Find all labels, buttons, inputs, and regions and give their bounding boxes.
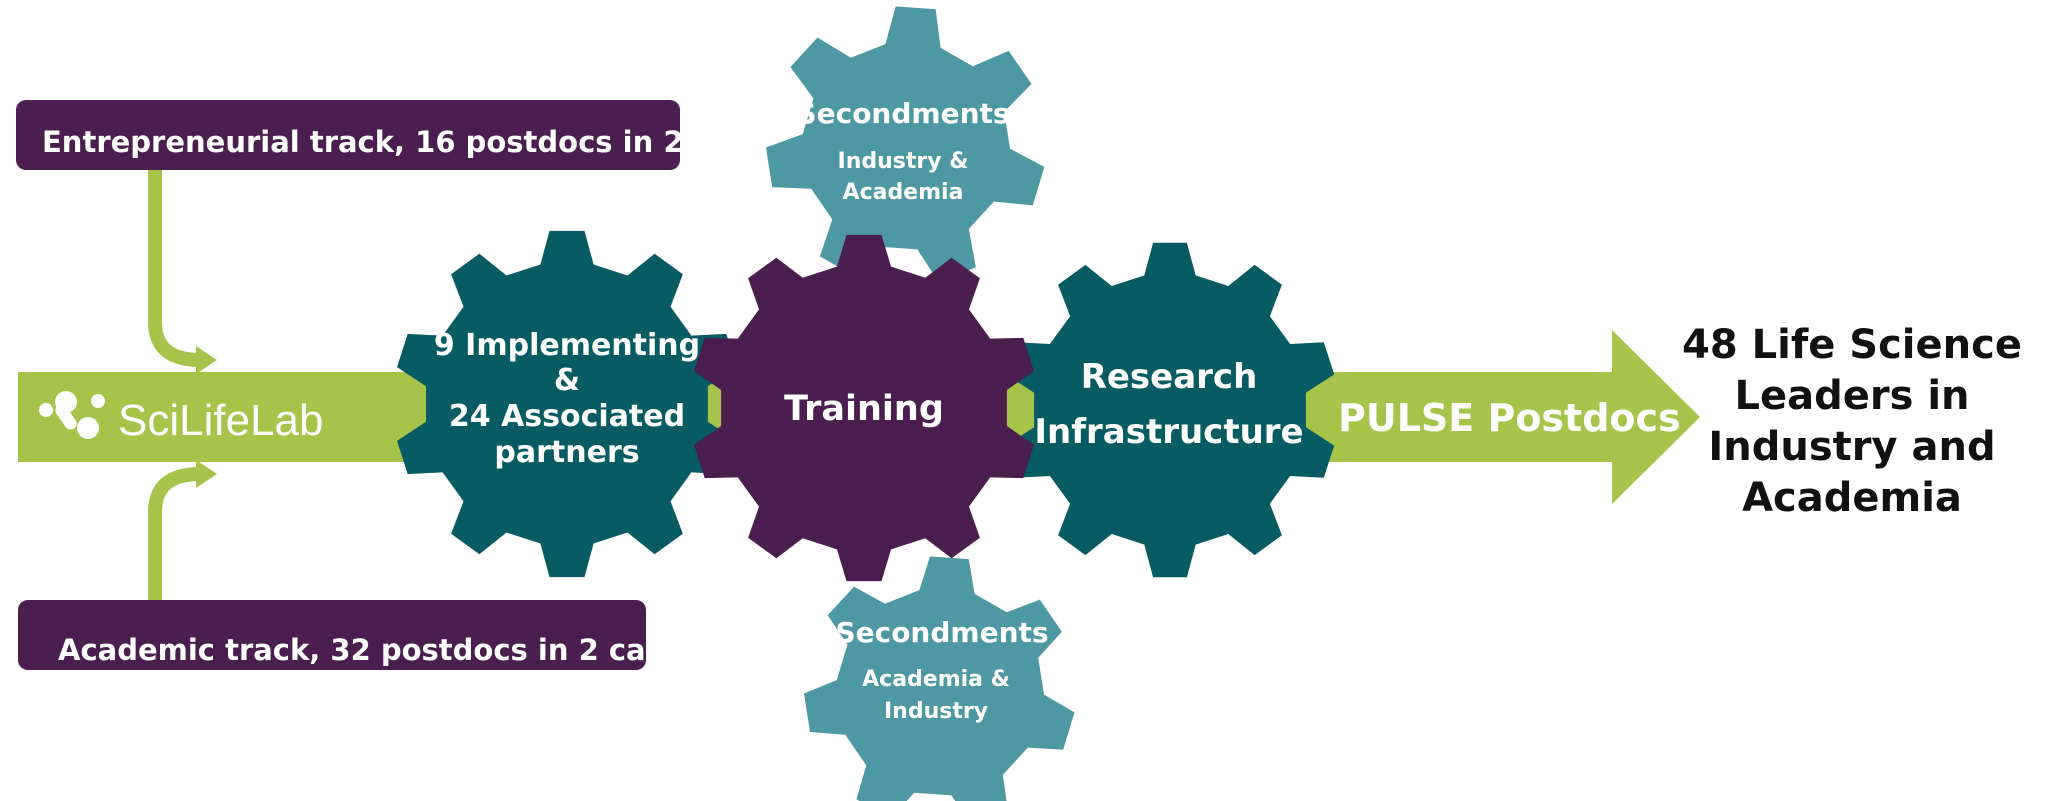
connector-arrowhead-top: [196, 346, 217, 374]
connector-arrowhead-bottom: [196, 460, 217, 488]
partners-label: 9 Implementing & 24 Associated partners: [434, 328, 700, 470]
gear-partners: [397, 230, 737, 578]
svg-text:partners: partners: [494, 435, 639, 470]
scilifelab-logo: SciLifeLab: [39, 391, 323, 445]
track-connectors: [148, 170, 201, 600]
svg-text:24 Associated: 24 Associated: [449, 399, 685, 434]
gear-research-infrastructure: [1005, 242, 1335, 578]
academic-track-label: Academic track, 32 postdocs in 2 calls: [58, 633, 683, 667]
svg-text:Infrastructure: Infrastructure: [1034, 412, 1303, 452]
svg-text:Academia &: Academia &: [862, 667, 1010, 692]
svg-text:Secondments: Secondments: [796, 97, 1009, 130]
secondments-top-label: Secondments Industry & Academia: [796, 97, 1009, 205]
academic-track-box: Academic track, 32 postdocs in 2 calls: [18, 600, 683, 670]
svg-text:Academia: Academia: [1742, 475, 1962, 521]
svg-text:Industry and: Industry and: [1708, 424, 1995, 470]
infrastructure-label: Research Infrastructure: [1034, 357, 1303, 452]
gear-training: [694, 234, 1034, 582]
training-label: Training: [784, 389, 944, 429]
secondments-bottom-label: Secondments Academia & Industry: [835, 616, 1048, 724]
svg-text:Industry &: Industry &: [838, 149, 969, 174]
svg-text:Research: Research: [1081, 357, 1258, 397]
svg-text:Secondments: Secondments: [835, 616, 1048, 649]
svg-text:&: &: [554, 363, 580, 398]
outcome-text: 48 Life Science Leaders in Industry and …: [1682, 322, 2022, 521]
entrepreneurial-track-label: Entrepreneurial track, 16 postdocs in 2 …: [42, 125, 768, 159]
svg-text:Leaders in: Leaders in: [1734, 373, 1969, 419]
svg-text:Academia: Academia: [843, 180, 964, 205]
gear-secondments-bottom: [804, 556, 1075, 801]
gear-secondments-top: [766, 6, 1045, 283]
scilifelab-dots-icon: [39, 391, 105, 439]
scilifelab-wordmark: SciLifeLab: [118, 396, 323, 445]
svg-text:48 Life Science: 48 Life Science: [1682, 322, 2022, 368]
pulse-postdocs-label: PULSE Postdocs: [1338, 396, 1681, 440]
entrepreneurial-track-box: Entrepreneurial track, 16 postdocs in 2 …: [16, 100, 768, 170]
svg-text:Industry: Industry: [884, 699, 988, 724]
svg-text:9 Implementing: 9 Implementing: [434, 328, 700, 363]
